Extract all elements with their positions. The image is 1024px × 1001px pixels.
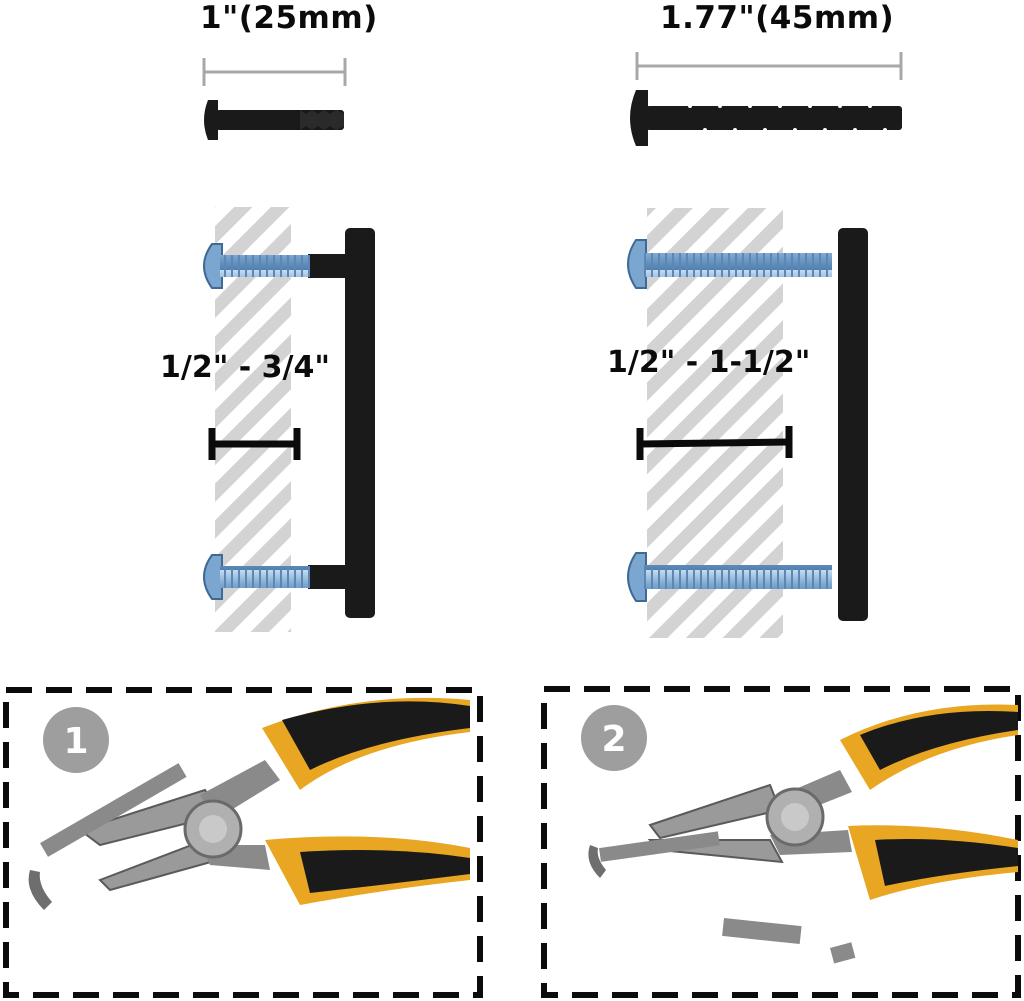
thick-door-thickness-label: 1/2" - 1-1/2" <box>607 345 811 380</box>
step-1-number: 1 <box>63 721 88 762</box>
short-screw-dimension-line <box>202 58 347 86</box>
step-2-number: 2 <box>601 719 626 760</box>
left-lower-screw-icon <box>203 554 310 600</box>
left-bar-handle-icon <box>308 228 375 618</box>
left-upper-screw-icon <box>203 243 310 289</box>
thick-thickness-dimension <box>636 426 793 460</box>
short-screw-length-label: 1"(25mm) <box>200 0 378 36</box>
long-screw-length-label: 1.77"(45mm) <box>660 0 895 36</box>
step-2-pliers-icon <box>647 704 1018 900</box>
step-2-small-screw-piece-icon <box>830 942 856 964</box>
thin-door-thickness-label: 1/2" - 3/4" <box>160 350 331 385</box>
step-2-panel <box>541 686 1021 998</box>
step-2-badge: 2 <box>581 705 647 771</box>
long-screw-icon <box>630 90 902 146</box>
right-bar-handle-icon <box>838 228 868 621</box>
right-lower-screw-icon <box>627 552 832 602</box>
step-1-pliers-icon <box>77 697 470 905</box>
thin-thickness-dimension <box>208 428 301 460</box>
thin-door-panel <box>215 207 291 632</box>
step-1-badge: 1 <box>43 707 109 773</box>
step-2-screw-icon <box>588 831 720 878</box>
step-1-screw-icon <box>28 763 187 910</box>
step-1-panel <box>3 687 483 998</box>
right-upper-screw-icon <box>627 239 832 289</box>
step-2-cut-screw-piece-icon <box>722 917 802 945</box>
long-screw-dimension-line <box>635 52 903 80</box>
short-screw-icon <box>204 100 344 140</box>
